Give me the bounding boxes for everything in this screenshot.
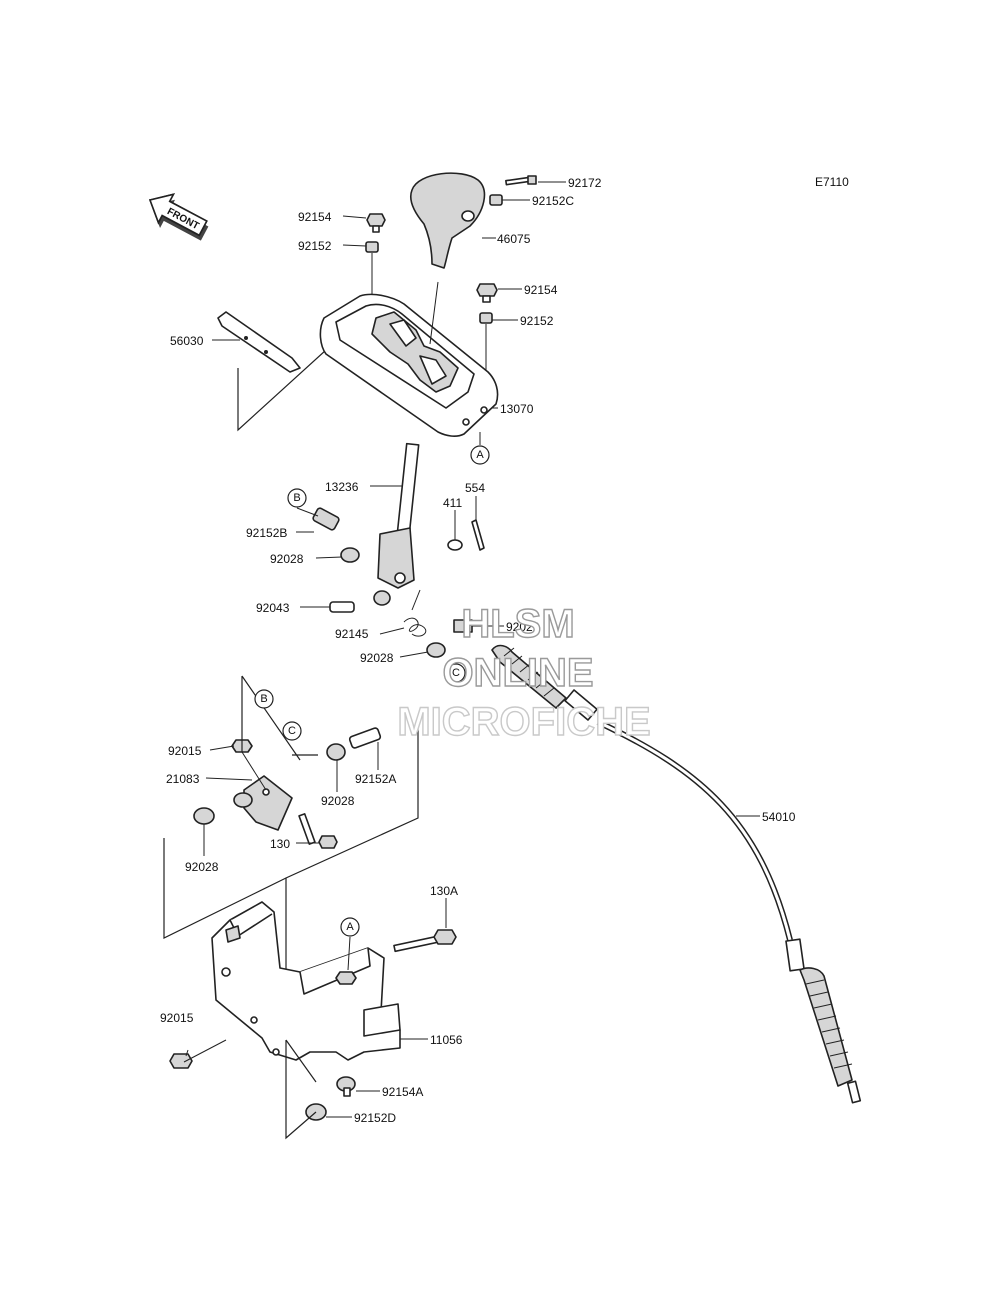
label-92145: 92145 (335, 627, 369, 641)
shift-lever-13236 (377, 442, 420, 589)
lever-bushing (373, 590, 391, 606)
label-13070: 13070 (500, 402, 534, 416)
bolt-130 (298, 813, 338, 849)
label-92152-top: 92152 (298, 239, 332, 253)
label-130: 130 (270, 837, 290, 851)
label-92015-bottom: 92015 (160, 1011, 194, 1025)
collar-92152-top (365, 241, 379, 253)
bracket-bushing (233, 792, 253, 808)
label-92172: 92172 (568, 176, 602, 190)
watermark-line1: HLSM (461, 602, 574, 646)
label-92152B: 92152B (246, 526, 287, 540)
label-56030: 56030 (170, 334, 204, 348)
clip-554 (471, 519, 485, 551)
label-92043: 92043 (256, 601, 290, 615)
ref-b-left: B (254, 689, 274, 709)
ref-b-top: B (287, 488, 307, 508)
ref-c-left: C (282, 721, 302, 741)
shift-knob (409, 172, 486, 269)
label-92152-right: 92152 (520, 314, 554, 328)
label-54010: 54010 (762, 810, 796, 824)
bolt-92172 (505, 175, 537, 186)
svg-text:A: A (346, 921, 354, 933)
svg-text:C: C (288, 725, 296, 737)
washer-411 (447, 539, 463, 551)
label-554: 554 (465, 481, 485, 495)
ref-a-top: A (470, 445, 490, 465)
label-92152D: 92152D (354, 1111, 396, 1125)
watermark-line3: MICROFICHE (397, 700, 650, 744)
label-92028-d: 92028 (185, 860, 219, 874)
label-21083: 21083 (166, 772, 200, 786)
label-92028-c: 92028 (321, 794, 355, 808)
plate-56030 (217, 311, 301, 373)
mount-bracket-11056 (211, 901, 401, 1061)
front-arrow-icon: FRONT (148, 193, 209, 241)
label-92152A: 92152A (355, 772, 396, 786)
svg-text:B: B (293, 492, 300, 504)
watermark: HLSM ONLINE MICROFICHE (397, 601, 652, 744)
label-411: 411 (443, 496, 462, 510)
bolt-92154-right (476, 283, 498, 303)
gate-cover-13070 (319, 293, 499, 437)
label-92026: 92026 (506, 620, 540, 634)
ref-a-bottom: A (340, 917, 360, 937)
label-92154A: 92154A (382, 1085, 423, 1099)
bushing-92028-a (340, 547, 360, 563)
bushing-92028-c (326, 743, 346, 761)
label-13236: 13236 (325, 480, 359, 494)
collar-92152A (348, 727, 382, 749)
bushing-92028-b (426, 642, 446, 658)
spring-92145 (403, 589, 427, 637)
collar-92152-right (479, 312, 493, 324)
bolt-92154A (336, 1076, 356, 1097)
bolt-130A (393, 929, 457, 953)
label-46075: 46075 (497, 232, 531, 246)
svg-text:C: C (452, 667, 460, 679)
svg-text:B: B (260, 693, 267, 705)
label-92154-top: 92154 (298, 210, 332, 224)
nut-92015-bottom (169, 1053, 193, 1069)
collar-92152B (312, 507, 340, 531)
collar-92152C (489, 194, 503, 206)
cable-54010 (491, 644, 862, 1104)
watermark-line2: ONLINE (442, 651, 593, 695)
pin-92043 (329, 601, 355, 613)
label-11056: 11056 (430, 1033, 463, 1047)
svg-text:A: A (476, 449, 484, 461)
ref-c-cable: C (446, 663, 466, 683)
label-92152C: 92152C (532, 194, 574, 208)
bolt-92154-top (366, 213, 386, 233)
diagram-code: E7110 (815, 175, 849, 189)
label-130A: 130A (430, 884, 458, 898)
label-92154-right: 92154 (524, 283, 558, 297)
label-92028-a: 92028 (270, 552, 304, 566)
bushing-92028-d (193, 807, 215, 825)
label-92015-top: 92015 (168, 744, 202, 758)
label-92028-b: 92028 (360, 651, 394, 665)
bracket-21083 (243, 775, 293, 831)
